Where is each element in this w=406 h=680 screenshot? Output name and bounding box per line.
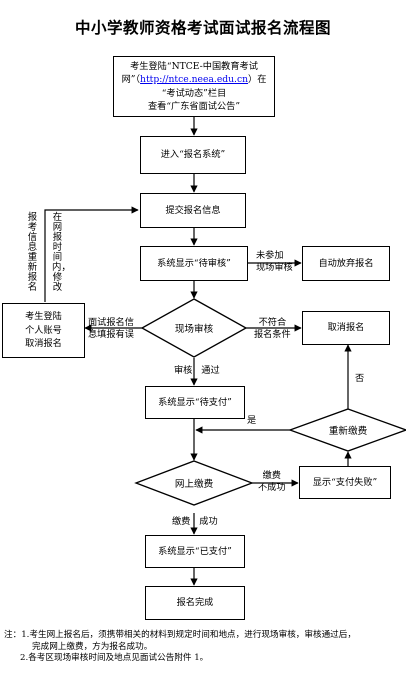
login-line1: 考生登陆“NTCE-中国教育考试 [130, 60, 258, 72]
login-line4: 查看“广东省面试公告” [147, 100, 241, 112]
box-auto-abandon: 自动放弃报名 [302, 246, 390, 281]
decision-onsite-review-label: 现场审核 [174, 324, 214, 335]
note-line1-cont: 完成网上缴费，方为报名成功。 [32, 641, 153, 652]
auto-abandon-label: 自动放弃报名 [318, 257, 374, 269]
label-not-attend-line2: 现场审核 [256, 261, 293, 273]
pending-review-label: 系统显示“待审核” [157, 257, 231, 269]
note-line1-text: 1.考生网上报名后，须携带相关的材料到规定时间和地点，进行现场审核，审核通过后， [21, 630, 356, 640]
box-login-ntce: 考生登陆“NTCE-中国教育考试 网”（http://ntce.neea.edu… [113, 56, 275, 117]
pending-payment-label: 系统显示“待支付” [158, 396, 232, 408]
label-pay-success: 缴费 成功 [172, 516, 218, 528]
payment-failed-label: 显示“支付失败” [312, 476, 378, 488]
cancel-signup-label: 取消报名 [327, 322, 365, 334]
label-yes: 是 [247, 415, 257, 426]
decision-online-payment-label: 网上缴费 [174, 479, 214, 490]
box-cancel-signup: 取消报名 [302, 311, 390, 345]
box-submit-info: 提交报名信息 [140, 193, 246, 228]
submit-info-label: 提交报名信息 [165, 204, 221, 216]
login-line3: “考试动态”栏目 [161, 87, 227, 99]
label-pay-fail-line1: 缴费 [262, 470, 281, 481]
label-pay-success-b: 成功 [199, 516, 218, 527]
box-enter-system: 进入“报名系统” [140, 136, 246, 174]
label-info-error-line1: 面试报名信 [88, 317, 134, 328]
diamond-online-payment [134, 460, 254, 506]
note-line2: 2.各考区现场审核时间及地点见面试公告附件 1。 [20, 653, 209, 664]
label-not-attend: 未参加 现场审核 [256, 250, 293, 274]
complete-label: 报名完成 [176, 597, 214, 609]
notes: 注：1.考生网上报名后，须携带相关的材料到规定时间和地点，进行现场审核，审核通过… [4, 630, 404, 665]
label-review-pass-a: 审核 [174, 365, 193, 376]
label-no: 否 [355, 373, 365, 384]
self-cancel-line1: 考生登陆 [25, 311, 62, 323]
arrow-selfcancel-to-submit [44, 206, 139, 302]
note-line1: 注：1.考生网上报名后，须携带相关的材料到规定时间和地点，进行现场审核，审核通过… [4, 630, 404, 642]
self-cancel-line3: 取消报名 [25, 338, 62, 350]
login-line2-b: ）在 [248, 74, 267, 86]
box-payment-failed: 显示“支付失败” [299, 466, 391, 499]
label-not-meet: 不符合 报名条件 [254, 317, 291, 341]
label-review-pass: 审核 通过 [174, 365, 220, 377]
login-line2-a: 网”（ [121, 74, 141, 86]
page-title: 中小学教师资格考试面试报名流程图 [74, 18, 331, 37]
box-self-cancel: 考生登陆 个人账号 取消报名 [2, 303, 85, 358]
label-edit-col1: 报考信息重新报名 [27, 212, 38, 293]
box-complete: 报名完成 [145, 586, 245, 620]
enter-system-label: 进入“报名系统” [160, 149, 226, 161]
label-pay-success-a: 缴费 [172, 516, 191, 527]
label-info-error: 面试报名信 息填报有误 [88, 317, 134, 341]
login-line2: 网”（http://ntce.neea.edu.cn）在 [122, 73, 267, 86]
paid-label: 系统显示“已支付” [158, 545, 232, 557]
box-pending-payment: 系统显示“待支付” [145, 386, 245, 419]
diamond-repay [288, 408, 406, 452]
label-info-error-line2: 息填报有误 [88, 328, 134, 340]
diamond-onsite-review [140, 298, 248, 358]
label-not-attend-line1: 未参加 [256, 250, 284, 261]
ntce-link[interactable]: http://ntce.neea.edu.cn [140, 74, 249, 86]
label-pay-fail: 缴费 不成功 [258, 470, 286, 494]
box-pending-review: 系统显示“待审核” [140, 246, 248, 281]
label-review-pass-b: 通过 [201, 365, 220, 376]
label-edit-col2: 在网报时间内，修改 [52, 212, 71, 293]
box-paid: 系统显示“已支付” [145, 535, 245, 568]
self-cancel-line2: 个人账号 [25, 324, 62, 336]
decision-repay-label: 重新缴费 [328, 426, 368, 437]
note-prefix: 注： [4, 630, 22, 640]
label-not-meet-line2: 报名条件 [254, 328, 291, 340]
label-pay-fail-line2: 不成功 [258, 481, 286, 493]
label-not-meet-line1: 不符合 [258, 317, 287, 328]
